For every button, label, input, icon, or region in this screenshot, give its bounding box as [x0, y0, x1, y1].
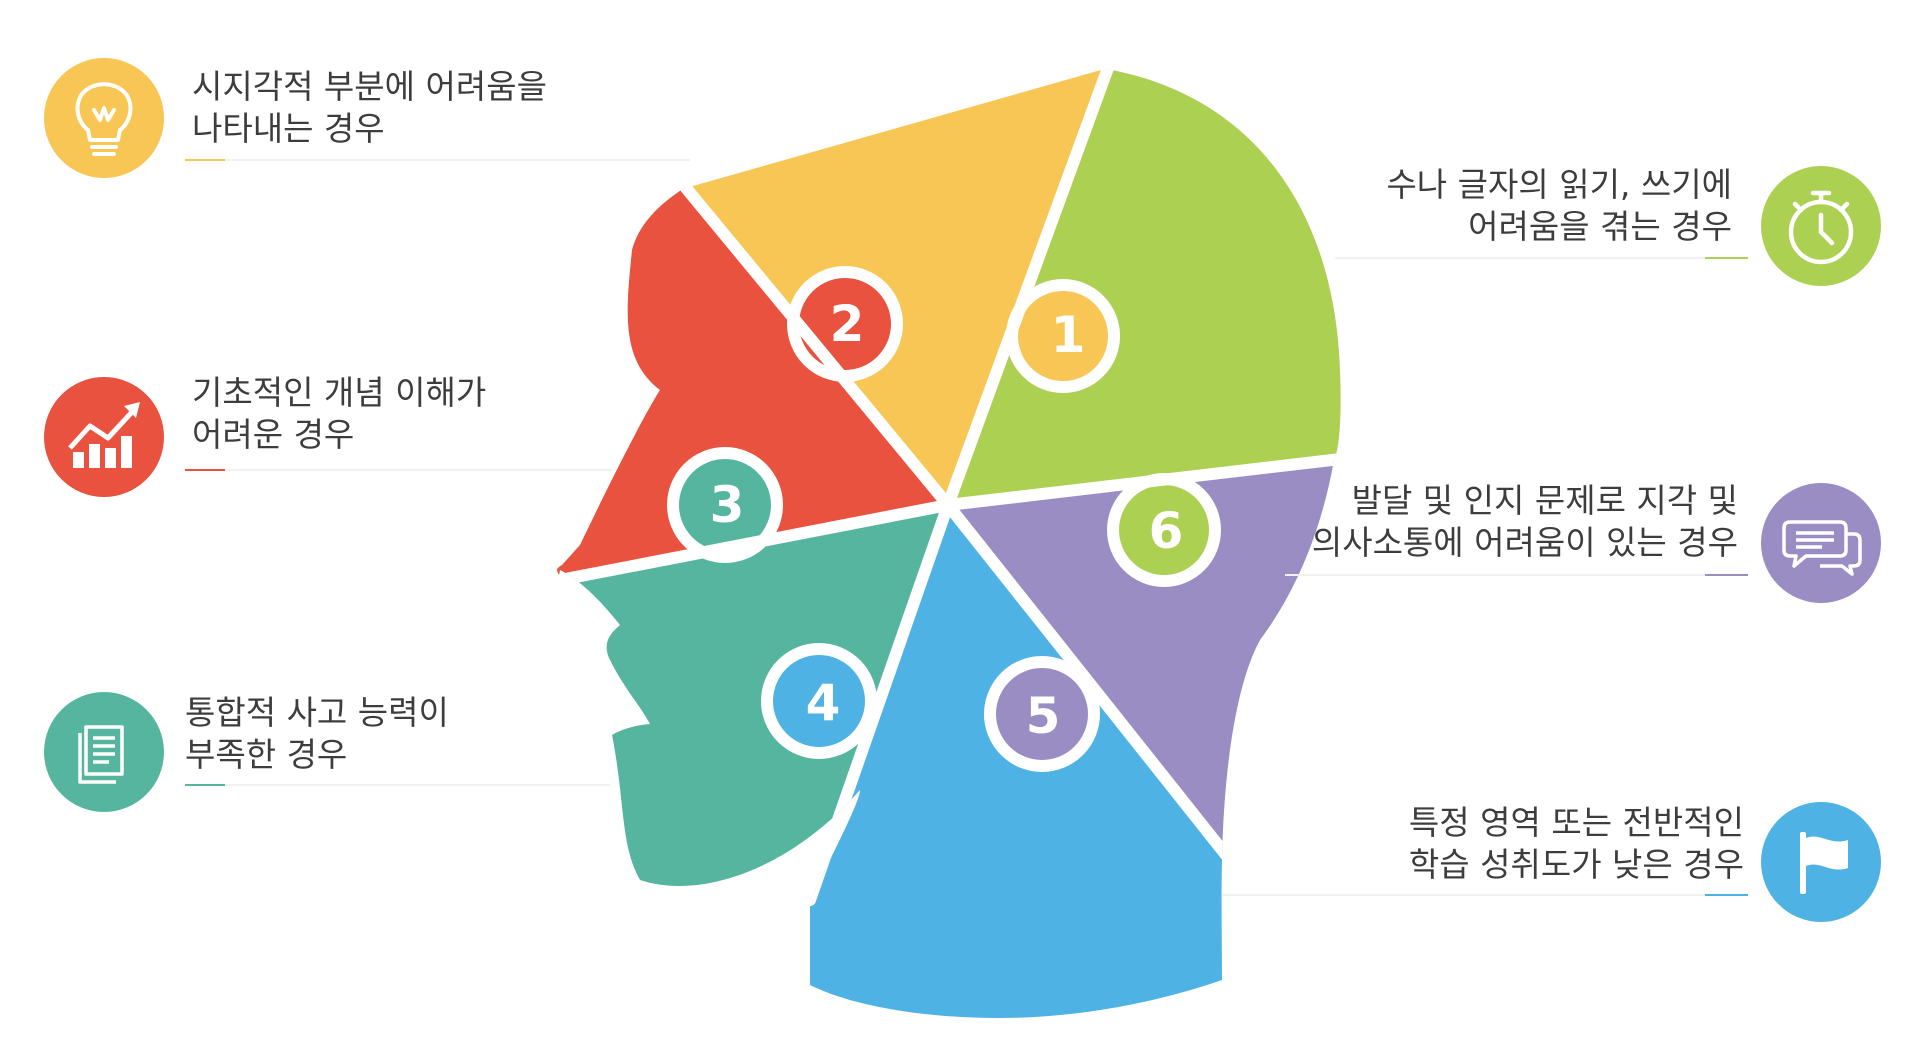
piece-number-4: 4 [806, 674, 841, 732]
item-6-label: 특정 영역 또는 전반적인 학습 성취도가 낮은 경우 [1409, 802, 1744, 886]
piece-number-6: 6 [1149, 502, 1184, 560]
head-silhouette [554, 62, 1341, 1018]
item-3-line1: 통합적 사고 능력이 [185, 693, 449, 732]
item-1-line2: 나타내는 경우 [192, 109, 385, 148]
icon-growth-chart [44, 377, 164, 497]
piece-teal [554, 505, 948, 900]
item-5-line1: 발달 및 인지 문제로 지각 및 [1351, 481, 1738, 520]
item-6-line1: 특정 영역 또는 전반적인 [1408, 803, 1744, 842]
flag-icon [1800, 832, 1848, 894]
item-2-line1: 기초적인 개념 이해가 [192, 373, 487, 412]
item-5-line2: 의사소통에 어려움이 있는 경우 [1311, 523, 1738, 562]
piece-yellow [686, 68, 1108, 505]
lightbulb-icon [75, 82, 133, 156]
item-4-line1: 수나 글자의 읽기, 쓰기에 [1386, 165, 1732, 204]
item-1-label: 시지각적 부분에 어려움을 나타내는 경우 [192, 66, 547, 150]
knob-1 [1012, 285, 1114, 387]
piece-number-3: 3 [710, 476, 745, 534]
knob-4 [767, 649, 871, 753]
item-2-label: 기초적인 개념 이해가 어려운 경우 [192, 372, 486, 456]
item-1-line1: 시지각적 부분에 어려움을 [192, 67, 547, 106]
icon-stopwatch [1761, 166, 1881, 286]
piece-number-5: 5 [1026, 687, 1061, 745]
piece-number-2: 2 [830, 295, 865, 353]
item-3-label: 통합적 사고 능력이 부족한 경우 [185, 692, 449, 776]
icon-chat-bubbles [1761, 483, 1881, 603]
icon-lightbulb [44, 58, 164, 178]
knob-3 [673, 453, 777, 557]
icon-document [44, 692, 164, 812]
icon-flag [1761, 802, 1881, 922]
item-3-line2: 부족한 경우 [185, 735, 348, 774]
growth-chart-icon [68, 402, 140, 468]
item-2-line2: 어려운 경우 [192, 415, 355, 454]
piece-number-1: 1 [1051, 306, 1086, 364]
item-5-label: 발달 및 인지 문제로 지각 및 의사소통에 어려움이 있는 경우 [1312, 480, 1738, 564]
knob-6 [1113, 479, 1215, 581]
item-4-line2: 어려움을 겪는 경우 [1468, 207, 1732, 246]
chat-bubbles-icon [1782, 520, 1862, 576]
item-6-line2: 학습 성취도가 낮은 경우 [1408, 845, 1744, 884]
stopwatch-icon [1788, 190, 1854, 265]
knob-5 [990, 662, 1094, 766]
document-icon [78, 725, 124, 784]
connector-lines [185, 159, 1748, 896]
item-4-label: 수나 글자의 읽기, 쓰기에 어려움을 겪는 경우 [1386, 164, 1732, 248]
